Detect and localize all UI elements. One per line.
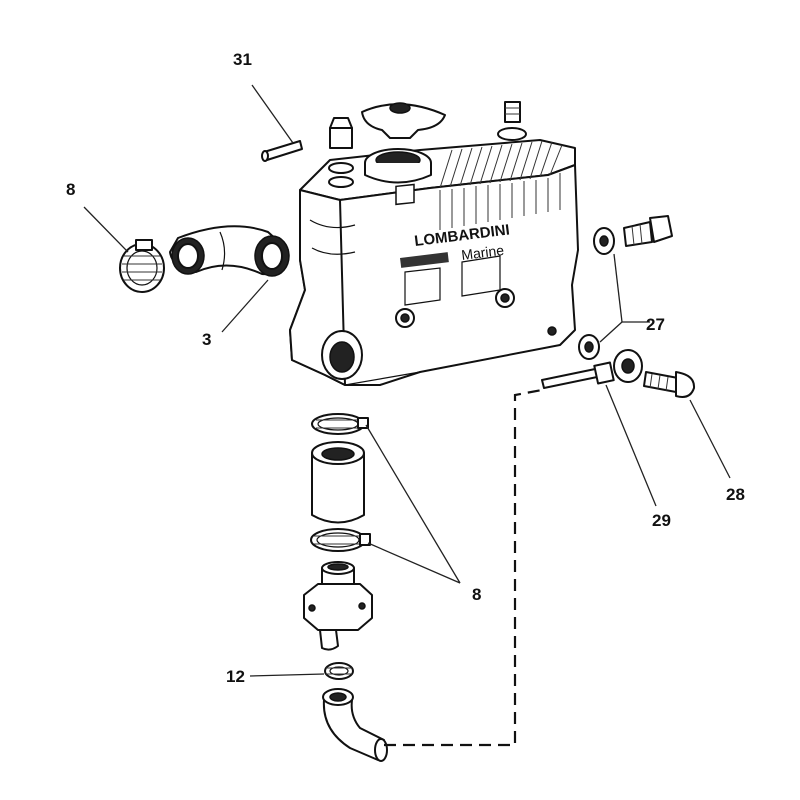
part-8-hose-clamp-lower-2	[310, 528, 371, 552]
top-vent-fitting	[497, 101, 527, 141]
part-29-banjo-fitting	[541, 349, 643, 389]
part-28-banjo-bolt	[643, 371, 696, 398]
part-27-washer-upper	[593, 227, 615, 255]
callout-3: 3	[202, 330, 211, 349]
filler-cap	[361, 102, 446, 139]
callout-12: 12	[226, 667, 245, 686]
thermostat-housing	[303, 561, 373, 651]
part-27-washer-lower	[578, 334, 600, 360]
brand-sub-text: Marine	[460, 242, 505, 263]
part-12-small-clamp	[324, 662, 354, 680]
part-8-hose-clamp-top	[119, 239, 165, 293]
hose-routing-dashed-line	[384, 388, 543, 747]
cooling-fins	[439, 140, 563, 230]
lower-curved-hose	[322, 688, 388, 762]
leader-lines	[83, 84, 731, 677]
callout-31: 31	[233, 50, 252, 69]
straight-hose-section	[311, 441, 365, 524]
callout-28: 28	[726, 485, 745, 504]
upper-bolt	[623, 215, 673, 247]
part-31-small-hose	[261, 140, 303, 162]
part-8-hose-clamp-lower-1	[311, 413, 369, 435]
filler-neck	[364, 148, 432, 184]
part-3-elbow-hose	[169, 225, 290, 277]
expansion-tank-housing: LOMBARDINI Marine	[289, 139, 579, 386]
top-plug-left	[328, 117, 354, 188]
callout-27: 27	[646, 315, 665, 334]
callout-8-bottom: 8	[472, 585, 481, 604]
callout-8-top: 8	[66, 180, 75, 199]
callout-29: 29	[652, 511, 671, 530]
